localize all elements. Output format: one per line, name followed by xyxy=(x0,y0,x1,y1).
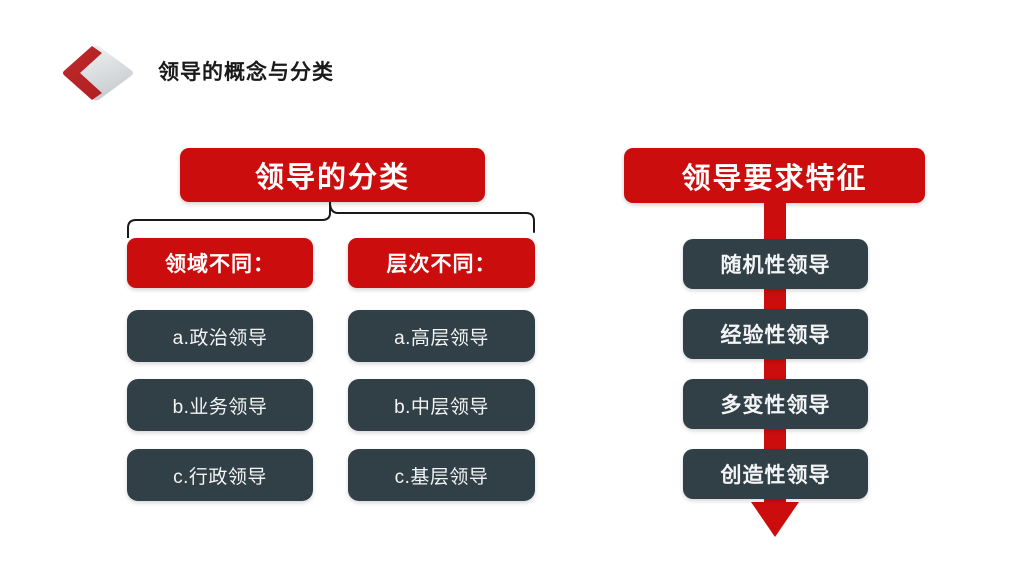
split-bracket-icon xyxy=(126,202,536,238)
list-item[interactable]: 创造性领导 xyxy=(683,449,868,499)
right-main-header[interactable]: 领导要求特征 xyxy=(624,148,925,203)
left-main-header[interactable]: 领导的分类 xyxy=(180,148,485,202)
page-title: 领导的概念与分类 xyxy=(158,61,334,84)
list-item[interactable]: a.高层领导 xyxy=(348,310,535,362)
slide-header: 领导的概念与分类 xyxy=(58,44,478,104)
list-item[interactable]: 随机性领导 xyxy=(683,239,868,289)
sub-header-level[interactable]: 层次不同： xyxy=(348,238,535,288)
list-item[interactable]: b.业务领导 xyxy=(127,379,313,431)
list-item[interactable]: c.行政领导 xyxy=(127,449,313,501)
list-item[interactable]: c.基层领导 xyxy=(348,449,535,501)
list-item[interactable]: 多变性领导 xyxy=(683,379,868,429)
list-item[interactable]: 经验性领导 xyxy=(683,309,868,359)
sub-header-domain[interactable]: 领域不同： xyxy=(127,238,313,288)
chevron-diamond-logo-icon xyxy=(58,44,138,102)
list-item[interactable]: a.政治领导 xyxy=(127,310,313,362)
list-item[interactable]: b.中层领导 xyxy=(348,379,535,431)
